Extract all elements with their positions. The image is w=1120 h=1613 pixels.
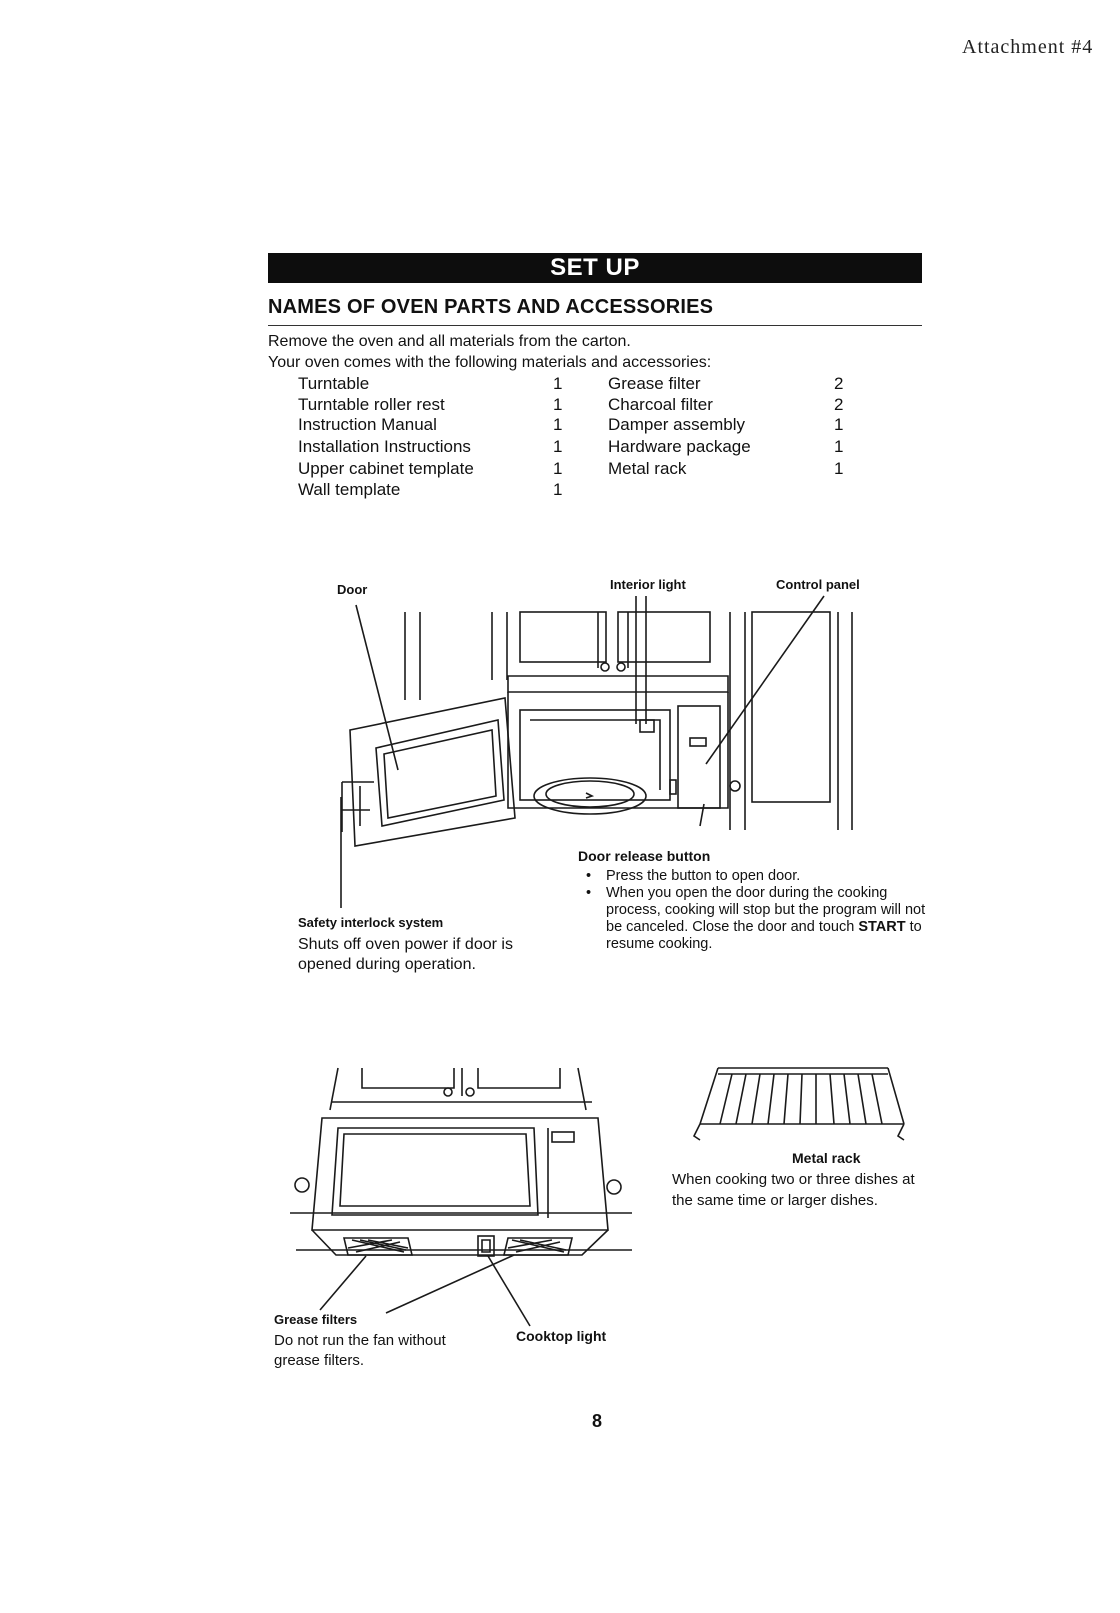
leader-control-panel <box>705 595 825 765</box>
accessory-name: Turntable <box>298 374 370 393</box>
control-panel-label: Control panel <box>776 577 860 592</box>
accessory-qty: 1 <box>553 437 563 456</box>
accessory-name: Installation Instructions <box>298 437 471 456</box>
cooktop-light-label: Cooktop light <box>516 1328 607 1344</box>
intro-line-1: Remove the oven and all materials from t… <box>268 333 631 350</box>
leader-cooktop-light <box>487 1255 531 1327</box>
interior-light-label: Interior light <box>610 577 686 592</box>
door-release-label: Door release button <box>578 848 711 864</box>
leader-door-release <box>699 803 705 827</box>
grease-filters-label: Grease filters <box>274 1312 358 1327</box>
accessory-name: Wall template <box>298 480 401 499</box>
metal-rack-label: Metal rack <box>792 1150 861 1166</box>
leader-door <box>355 604 399 771</box>
title-rule <box>268 325 922 326</box>
door-release-note: When you open the door during the cookin… <box>578 885 928 953</box>
attachment-label: Attachment #4 <box>962 36 1094 58</box>
accessory-name: Damper assembly <box>608 415 745 434</box>
intro-line-2: Your oven comes with the following mater… <box>268 354 712 371</box>
accessory-qty: 1 <box>553 374 563 393</box>
accessory-name: Metal rack <box>608 459 687 478</box>
accessory-name: Upper cabinet template <box>298 459 474 478</box>
accessory-name: Grease filter <box>608 374 701 393</box>
grease-filters-desc: Do not run the fan without grease filter… <box>274 1332 446 1369</box>
door-release-notes: Press the button to open door. When you … <box>578 868 928 953</box>
set-up-banner: SET UP <box>268 253 922 283</box>
safety-interlock-label: Safety interlock system <box>298 915 444 930</box>
accessory-qty: 2 <box>834 374 844 393</box>
accessory-qty: 1 <box>553 480 563 499</box>
metal-rack-desc: When cooking two or three dishes at the … <box>672 1171 915 1209</box>
safety-interlock-desc: Shuts off oven power if door is opened d… <box>298 936 513 973</box>
accessory-qty: 1 <box>553 415 563 434</box>
accessory-name: Turntable roller rest <box>298 395 445 414</box>
door-release-note: Press the button to open door. <box>578 868 928 885</box>
page-number: 8 <box>592 1411 603 1431</box>
accessory-qty: 1 <box>834 437 844 456</box>
accessory-name: Instruction Manual <box>298 415 437 434</box>
accessory-qty: 1 <box>834 459 844 478</box>
door-label: Door <box>337 582 368 597</box>
accessory-name: Hardware package <box>608 437 751 456</box>
leader-grease-filters <box>319 1255 367 1311</box>
accessory-qty: 2 <box>834 395 844 414</box>
accessory-qty: 1 <box>834 415 844 434</box>
section-title: NAMES OF OVEN PARTS AND ACCESSORIES <box>268 296 714 318</box>
accessory-name: Charcoal filter <box>608 395 713 414</box>
accessory-qty: 1 <box>553 459 563 478</box>
accessory-qty: 1 <box>553 395 563 414</box>
